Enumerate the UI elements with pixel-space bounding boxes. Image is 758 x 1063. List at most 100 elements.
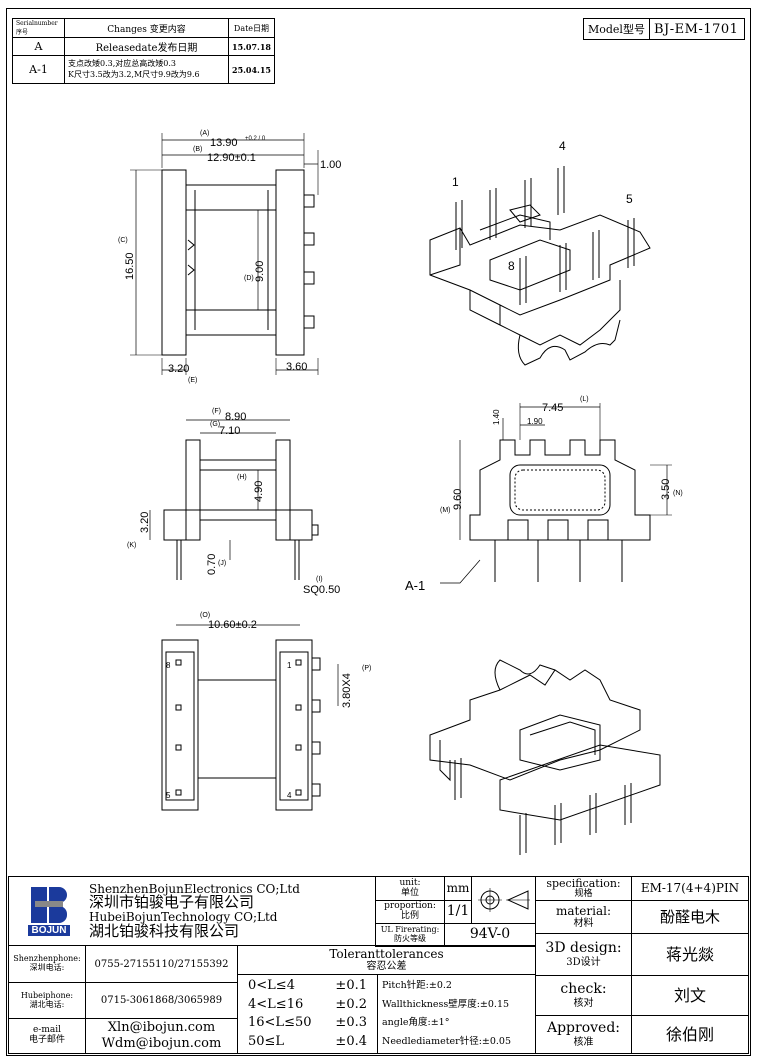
pin-label-8: 8 bbox=[166, 661, 171, 670]
design-label: 3D design: 3D设计 bbox=[535, 933, 632, 976]
dim-3-60: 3.60 bbox=[286, 361, 307, 373]
title-block: BOJUN ShenzhenBojunElectronics CO;Ltd 深圳… bbox=[8, 876, 749, 1054]
tolerance-row: 4<L≤16 ±0.2 bbox=[248, 996, 367, 1012]
dim-K-label: (K) bbox=[127, 542, 136, 549]
sz-phone: 0755-27155110/27155392 bbox=[85, 945, 238, 983]
dim-N: 3.50 bbox=[660, 479, 672, 500]
approved-label: Approved: 核准 bbox=[535, 1015, 632, 1054]
pin-label-4: 4 bbox=[287, 791, 292, 800]
spec-label: specification: 规格 bbox=[535, 876, 632, 901]
email-1[interactable]: Xln@ibojun.com bbox=[107, 1019, 216, 1035]
side-view bbox=[149, 419, 319, 580]
company-box: BOJUN ShenzhenBojunElectronics CO;Ltd 深圳… bbox=[8, 876, 376, 946]
tolerance-value: ±0.2 bbox=[335, 996, 367, 1012]
proportion-label-cn: 比例 bbox=[400, 911, 419, 921]
tolerance-note: Wallthickness壁厚度:±0.15 bbox=[382, 998, 510, 1010]
ul-label-cn: 防火等级 bbox=[394, 934, 426, 943]
model-value: BJ-EM-1701 bbox=[653, 21, 739, 37]
hb-phone-label-en: Hubeiphone: bbox=[20, 990, 74, 1000]
email-values: Xln@ibojun.com Wdm@ibojun.com bbox=[85, 1018, 238, 1054]
hb-phone-label: Hubeiphone: 湖北电话: bbox=[8, 982, 86, 1019]
dim-J-label: (J) bbox=[218, 560, 226, 567]
tolerance-range: 50≤L bbox=[248, 1033, 285, 1049]
approved-label-en: Approved: bbox=[546, 1020, 621, 1037]
dim-E-label: (E) bbox=[188, 377, 197, 384]
spec-value: EM-17(4+4)PIN bbox=[631, 876, 749, 901]
dim-G-label: (G) bbox=[210, 421, 220, 428]
iso-label-4: 4 bbox=[559, 139, 566, 153]
iso-label-1: 1 bbox=[452, 175, 459, 189]
iso-label-5: 5 bbox=[626, 192, 633, 206]
dim-I: SQ0.50 bbox=[303, 584, 340, 596]
dim-1-90: 1.90 bbox=[527, 417, 543, 426]
dim-B: 12.90±0.1 bbox=[207, 152, 256, 164]
tolerance-range: 16<L≤50 bbox=[248, 1015, 312, 1031]
material-label: material: 材料 bbox=[535, 900, 632, 934]
rev-change-line: 支点改矮0.3,对应总高改矮0.3 bbox=[68, 59, 176, 69]
tolerance-note: Pitch针距:±0.2 bbox=[382, 980, 452, 992]
dim-P: 3.80X4 bbox=[341, 673, 353, 708]
tolerance-note: Needlediameter针径:±0.05 bbox=[382, 1035, 512, 1047]
dim-F-label: (F) bbox=[212, 408, 221, 415]
email-2[interactable]: Wdm@ibojun.com bbox=[101, 1036, 222, 1051]
sz-phone-label: Shenzhenphone: 深圳电话: bbox=[8, 945, 86, 983]
iso-view-bottom bbox=[429, 659, 661, 855]
rev-change-line: K尺寸3.5改为3.2,M尺寸9.9改为9.6 bbox=[68, 69, 200, 79]
tolerance-note: angle角度:±1° bbox=[382, 1017, 450, 1029]
dim-J: 0.70 bbox=[206, 554, 218, 575]
unit-value: mm bbox=[444, 876, 472, 901]
dim-A-label: (A) bbox=[200, 130, 209, 137]
logo-mark bbox=[31, 886, 67, 923]
projection-icon bbox=[477, 888, 530, 912]
technical-drawing: (A) 13.90 +0.2 / 0 (B) 12.90±0.1 1.00 (C… bbox=[118, 130, 683, 855]
dim-N-label: (N) bbox=[673, 490, 683, 497]
company-names: ShenzhenBojunElectronics CO;Ltd 深圳市铂骏电子有… bbox=[89, 883, 300, 940]
unit-label-cn: 单位 bbox=[400, 887, 419, 898]
dim-L: 7.45 bbox=[542, 402, 563, 414]
tolerance-row: 0<L≤4±0.1 bbox=[248, 978, 367, 994]
dim-E: 3.20 bbox=[168, 363, 189, 375]
bottom-view bbox=[161, 624, 339, 811]
approved-value: 徐伯刚 bbox=[631, 1015, 749, 1054]
company-cn-1: 深圳市铂骏电子有限公司 bbox=[89, 893, 255, 912]
iso-view-top bbox=[429, 166, 651, 366]
check-label: check: 核对 bbox=[535, 975, 632, 1016]
design-value: 蒋光燚 bbox=[631, 933, 749, 976]
dim-M-label: (M) bbox=[440, 507, 451, 514]
email-label: e-mail 电子邮件 bbox=[8, 1018, 86, 1054]
pin-label-1: 1 bbox=[287, 661, 292, 670]
ul-label: UL Firerating: 防火等级 bbox=[375, 923, 445, 947]
callout-a1: A-1 bbox=[405, 578, 425, 593]
rev-change: 支点改矮0.3,对应总高改矮0.3 K尺寸3.5改为3.2,M尺寸9.9改为9.… bbox=[64, 55, 229, 84]
dim-A-tol: +0.2 / 0 bbox=[245, 136, 266, 142]
tolerance-table: 0<L≤4±0.1 4<L≤16±0.2 16<L≤50±0.3 50≤L±0.… bbox=[237, 974, 378, 1054]
projection-symbol bbox=[471, 876, 536, 924]
dim-O: 10.60±0.2 bbox=[208, 619, 257, 631]
hb-phone: 0715-3061868/3065989 bbox=[85, 982, 238, 1019]
dim-1-40: 1.40 bbox=[492, 409, 501, 425]
tolerance-title: Toleranttolerances 容忍公差 bbox=[237, 945, 536, 975]
dim-C: 16.50 bbox=[124, 252, 136, 280]
tolerance-value: ±0.4 bbox=[335, 1033, 367, 1049]
model-box: Model型号 BJ-EM-1701 bbox=[583, 18, 745, 40]
hb-phone-label-cn: 湖北电话: bbox=[29, 999, 65, 1009]
tolerance-range: 0<L≤4 bbox=[248, 978, 295, 994]
company-en-1: ShenzhenBojunElectronics CO;Ltd bbox=[89, 881, 300, 896]
dim-H-label: (H) bbox=[237, 474, 247, 481]
dim-M: 9.60 bbox=[452, 489, 464, 510]
front-view bbox=[440, 403, 672, 584]
proportion-label-en: proportion: bbox=[384, 901, 436, 912]
tolerance-range: 4<L≤16 bbox=[248, 996, 304, 1012]
pin-label-5: 5 bbox=[166, 791, 171, 800]
tolerance-title-en: Toleranttolerances bbox=[329, 946, 444, 961]
logo: BOJUN bbox=[9, 879, 89, 943]
dim-A: 13.90 bbox=[210, 137, 238, 149]
tolerance-notes: Pitch针距:±0.2 Wallthickness壁厚度:±0.15 angl… bbox=[377, 974, 536, 1054]
revision-table: Serialnumber序号 Changes 变更内容 Date日期 A Rel… bbox=[12, 18, 275, 84]
ul-value: 94V-0 bbox=[444, 923, 536, 947]
dim-L-label: (L) bbox=[580, 396, 589, 403]
dim-B-label: (B) bbox=[193, 146, 202, 153]
dim-1-00: 1.00 bbox=[320, 159, 341, 171]
dim-I-label: (I) bbox=[316, 576, 323, 583]
spec-label-cn: 规格 bbox=[574, 888, 593, 899]
